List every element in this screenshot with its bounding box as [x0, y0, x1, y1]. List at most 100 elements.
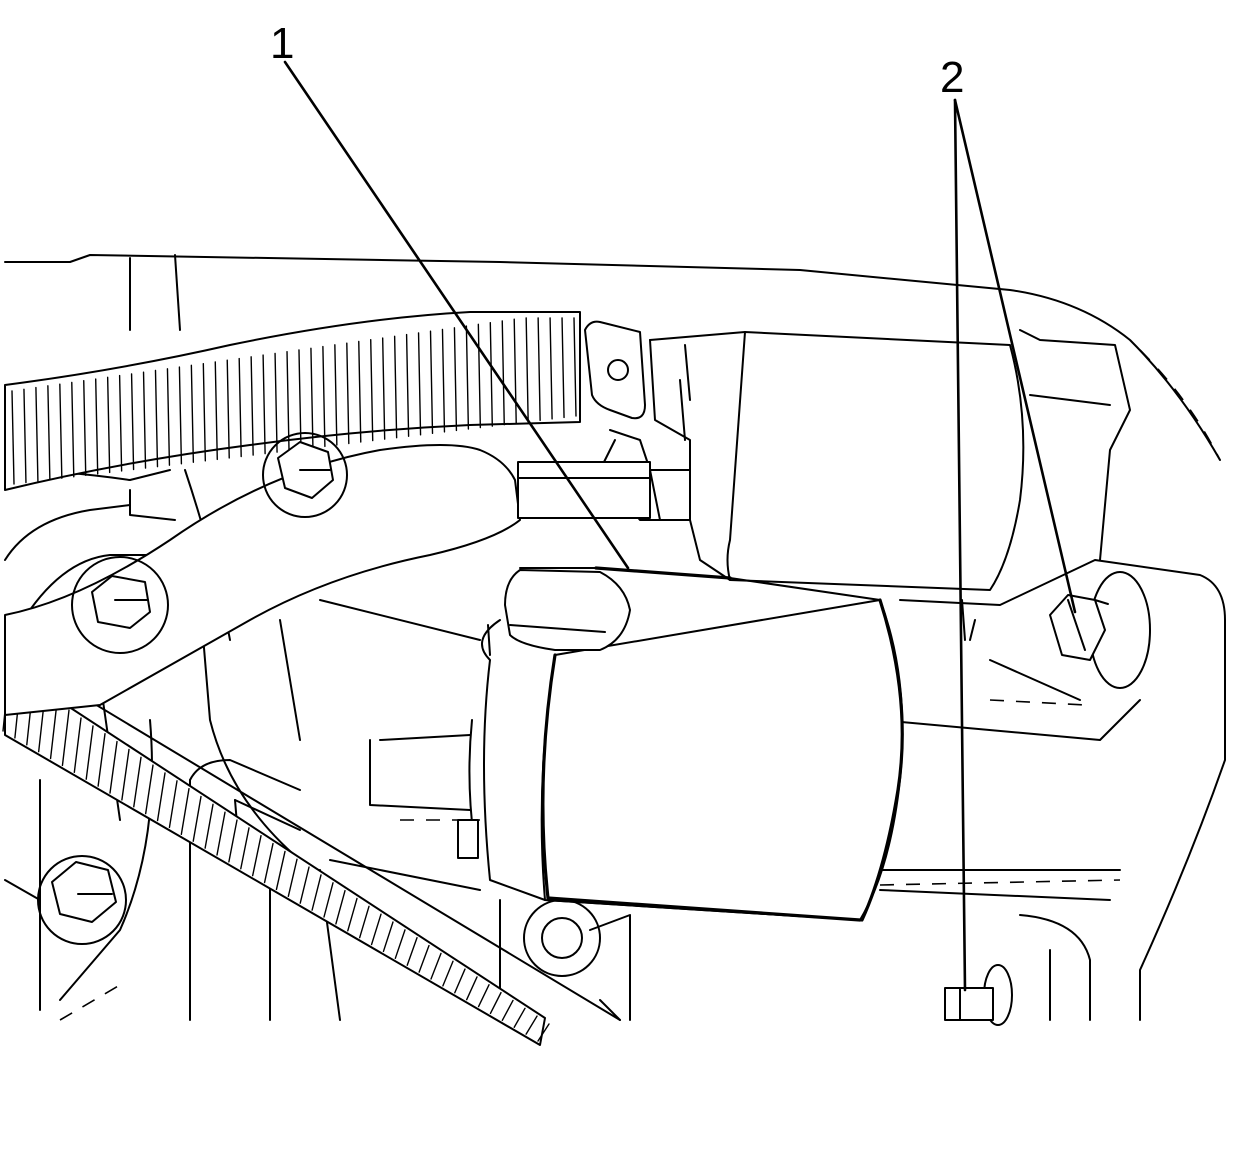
harness-rib: [334, 344, 338, 446]
harness-rib: [216, 811, 226, 856]
harness-rib: [250, 356, 254, 456]
harness-rib: [430, 952, 442, 980]
harness-rib: [61, 709, 70, 767]
harness-rib: [130, 373, 135, 471]
starter-mounting-bolt-lower: [944, 964, 1013, 1026]
bolt-upper-left: [262, 432, 348, 518]
harness-rib: [73, 717, 82, 774]
harness-rib: [573, 317, 577, 417]
harness-rib: [418, 944, 430, 973]
harness-rib: [394, 929, 406, 960]
harness-rib: [156, 772, 166, 822]
harness-rib: [442, 960, 454, 987]
harness-rib: [214, 361, 218, 461]
harness-rib: [228, 819, 238, 863]
coolant-hose: [4, 444, 521, 716]
harness-rib: [393, 335, 398, 439]
harness-rib: [204, 803, 214, 849]
harness-rib: [501, 320, 505, 426]
harness-rib: [23, 388, 27, 484]
harness-rib: [95, 378, 99, 475]
callout-1-label: 1: [270, 19, 294, 68]
harness-rib: [358, 340, 362, 443]
harness-rib: [83, 380, 87, 477]
harness-rib: [417, 332, 422, 436]
harness-rib: [251, 835, 262, 877]
harness-rib: [262, 354, 266, 455]
harness-rib: [537, 1023, 550, 1042]
callout-2-label: 2: [940, 53, 964, 102]
harness-rib: [71, 381, 75, 478]
harness-rib: [286, 351, 290, 452]
harness-rib: [537, 317, 541, 422]
leader-line-2b: [953, 98, 967, 992]
harness-rib: [513, 318, 517, 424]
harness-rib: [202, 362, 207, 462]
harness-rib: [454, 968, 466, 994]
harness-rib: [109, 740, 118, 794]
harness-rib: [287, 858, 298, 898]
harness-rib: [335, 889, 346, 925]
harness-rib: [501, 999, 514, 1022]
harness-rib: [85, 725, 94, 780]
harness-rib: [142, 371, 147, 469]
starter-mounting-bolt-upper: [1049, 571, 1151, 689]
harness-rib: [154, 369, 159, 468]
starter-motor: [457, 566, 976, 922]
harness-rib: [489, 321, 493, 427]
harness-rib: [311, 874, 322, 911]
harness-rib: [133, 756, 142, 808]
upper-wiring-harness: [4, 311, 646, 491]
harness-rib: [477, 323, 482, 429]
harness-rib: [97, 733, 106, 787]
harness-rib: [549, 317, 553, 420]
harness-rib: [49, 701, 58, 760]
starter-solenoid: [517, 331, 1025, 591]
harness-rib: [168, 780, 178, 829]
harness-rib: [525, 1015, 538, 1035]
harness-rib: [226, 359, 230, 459]
harness-rib: [106, 376, 111, 474]
callout-leaders: [283, 60, 1077, 992]
harness-rib: [370, 913, 382, 946]
harness-rib: [240, 827, 250, 870]
harness-rib: [47, 385, 51, 481]
harness-rib: [192, 795, 202, 842]
harness-rib: [310, 347, 314, 449]
harness-rib: [35, 386, 39, 482]
harness-rib: [274, 352, 278, 453]
bolts: [37, 432, 1151, 1026]
harness-rib: [166, 368, 171, 466]
bolt-left-lower: [37, 855, 127, 945]
harness-rib: [561, 317, 565, 419]
harness-rib: [190, 364, 195, 463]
harness-rib: [59, 383, 63, 479]
harness-rib: [525, 317, 529, 423]
harness-rib: [381, 337, 386, 440]
harness-rib: [11, 390, 15, 485]
harness-rib: [489, 991, 502, 1015]
harness-rib: [358, 905, 370, 939]
bolt-left-middle: [71, 556, 169, 654]
harness-rib: [263, 842, 274, 884]
harness-rib: [465, 325, 470, 430]
harness-rib: [180, 787, 190, 836]
harness-rib: [477, 984, 490, 1008]
harness-rib: [178, 366, 183, 465]
harness-rib: [144, 764, 154, 815]
harness-rib: [118, 374, 123, 472]
harness-rib: [405, 333, 410, 437]
harness-rib: [465, 976, 478, 1001]
harness-rib: [121, 748, 130, 801]
harness-rib: [382, 921, 394, 953]
leader-line-2a: [953, 98, 1077, 614]
harness-rib: [322, 345, 326, 448]
harness-rib: [299, 866, 310, 904]
harness-rib: [323, 882, 334, 918]
harness-rib: [513, 1007, 526, 1028]
bolt-starter-lower: [523, 899, 601, 977]
harness-rib: [275, 850, 286, 891]
harness-rib: [441, 328, 446, 433]
harness-rib: [370, 339, 374, 442]
